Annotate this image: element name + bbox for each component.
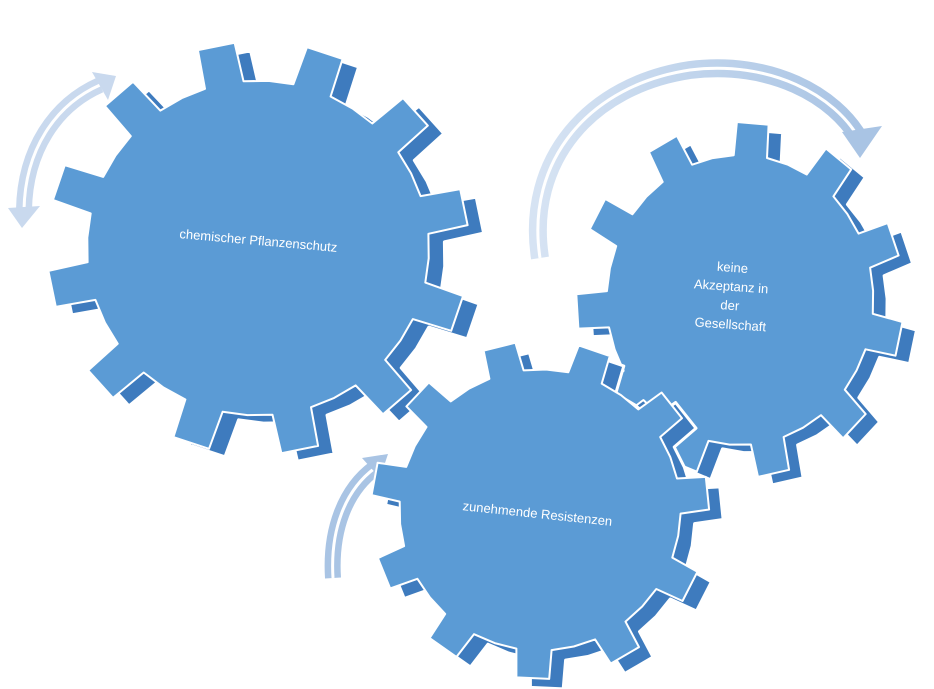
label-akzeptanz: keine Akzeptanz in der Gesellschaft: [691, 257, 774, 334]
curved-arrow-bottom: [324, 454, 388, 579]
gear-pflanzenschutz-face: [47, 41, 469, 455]
gear-akzeptanz: [575, 121, 918, 487]
gear-resistenzen-face: [370, 341, 711, 680]
curved-arrow-top-left: [8, 72, 116, 228]
gear-resistenzen: [370, 341, 725, 689]
curved-arrow-top-right: [528, 59, 882, 260]
gear-pflanzenschutz: [47, 41, 486, 463]
